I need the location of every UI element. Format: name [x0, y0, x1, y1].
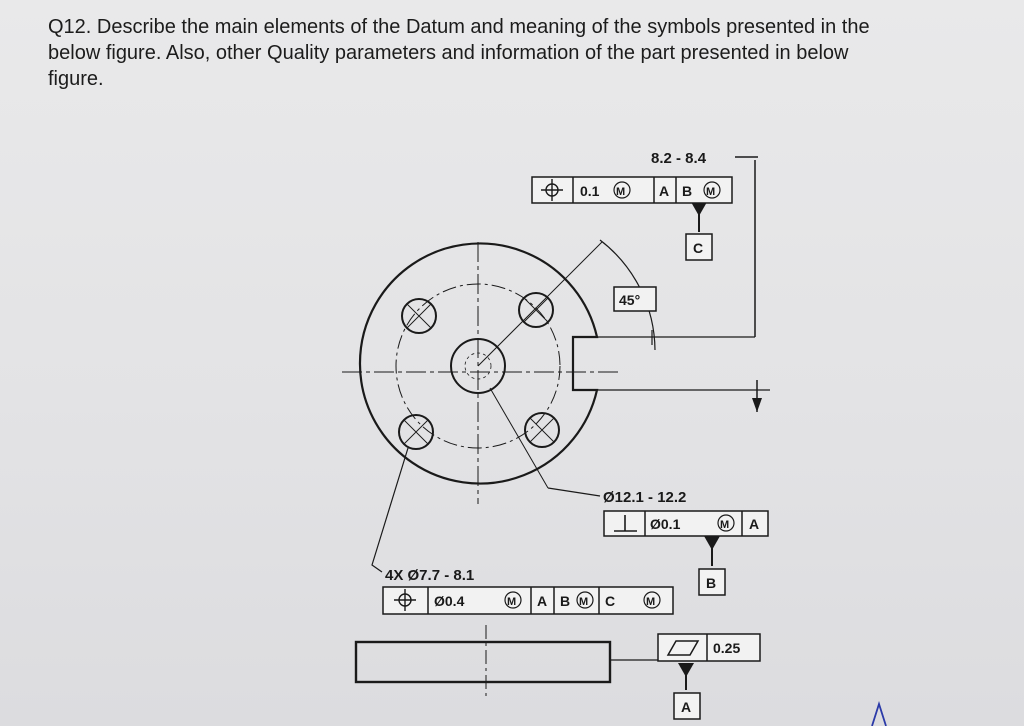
datum-c-box: C — [685, 233, 713, 261]
bolt-holes — [398, 292, 560, 450]
datum-a-box: A — [673, 692, 701, 720]
position-icon — [541, 179, 563, 201]
top-fcf-datum-b-modifier: M — [706, 186, 715, 198]
svg-text:45°: 45° — [619, 292, 640, 308]
question-line-3: figure. — [48, 68, 104, 90]
flatness-fcf-tolerance: 0.25 — [713, 640, 740, 656]
position-icon — [394, 589, 416, 611]
perp-fcf-tolerance: Ø0.1 — [650, 516, 681, 532]
flatness-fcf: 0.25 — [657, 633, 761, 662]
perpendicularity-fcf: Ø0.1 M A — [603, 510, 769, 537]
holes-size-dimension: 4X Ø7.7 - 8.1 — [385, 567, 474, 584]
holes-fcf-modifier: M — [507, 596, 516, 608]
top-fcf-tolerance: 0.1 — [580, 183, 600, 199]
holes-fcf-datum-b-modifier: M — [579, 596, 588, 608]
side-view-part — [354, 640, 612, 684]
holes-fcf-datum-c-modifier: M — [646, 596, 655, 608]
holes-position-fcf: Ø0.4 M A B M C M — [382, 586, 674, 615]
hole-top-right — [518, 292, 554, 328]
perp-fcf-datum: A — [749, 516, 759, 532]
holes-fcf-tolerance: Ø0.4 — [434, 593, 465, 609]
top-position-fcf: 0.1 M A B M — [531, 176, 733, 204]
svg-text:C: C — [693, 240, 703, 256]
question-line-1: Q12. Describe the main elements of the D… — [48, 16, 870, 38]
perp-fcf-modifier: M — [720, 519, 729, 531]
hole-bottom-right — [524, 412, 560, 448]
perpendicularity-icon — [614, 515, 637, 532]
top-fcf-datum-a: A — [659, 183, 669, 199]
holes-fcf-datum-c: C — [605, 593, 615, 609]
svg-text:A: A — [681, 699, 691, 715]
plate-outline — [358, 242, 599, 485]
top-size-dimension: 8.2 - 8.4 — [651, 150, 707, 167]
bore-size-dimension: Ø12.1 - 12.2 — [603, 489, 686, 506]
hole-bottom-left — [398, 414, 434, 450]
svg-text:B: B — [706, 575, 716, 591]
flatness-icon — [666, 640, 700, 656]
question-text: Q12. Describe the main elements of the D… — [48, 14, 1013, 92]
hole-top-left — [401, 298, 437, 334]
angle-box: 45° — [613, 286, 657, 312]
top-fcf-datum-b: B — [682, 183, 692, 199]
holes-fcf-datum-b: B — [560, 593, 570, 609]
datum-b-box: B — [698, 568, 726, 596]
holes-fcf-datum-a: A — [537, 593, 547, 609]
top-fcf-modifier: M — [616, 186, 625, 198]
pen-mark — [871, 701, 887, 726]
question-line-2: below figure. Also, other Quality parame… — [48, 42, 849, 64]
